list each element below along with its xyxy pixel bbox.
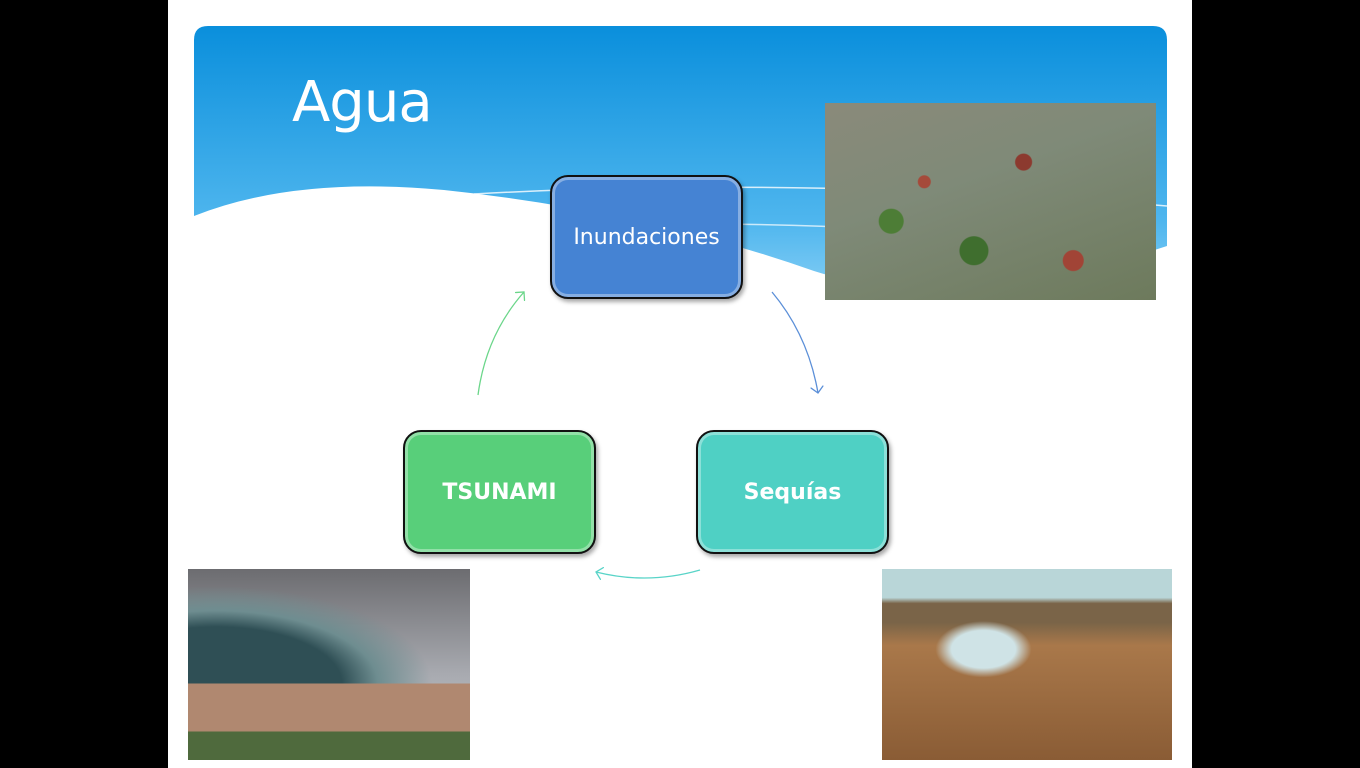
arrow-inundaciones-to-sequias xyxy=(771,291,818,393)
flood-photo xyxy=(825,103,1156,300)
arrow-sequias-to-tsunami xyxy=(596,570,701,578)
drought-photo xyxy=(882,569,1172,760)
tsunami-photo xyxy=(188,569,470,760)
node-label: Inundaciones xyxy=(573,224,720,250)
cycle-node-inundaciones: Inundaciones xyxy=(550,175,743,299)
slide-title: Agua xyxy=(292,70,433,135)
arrow-tsunami-to-inundaciones xyxy=(477,292,524,396)
slide: Agua Inundaciones Sequías TSUNAMI xyxy=(168,0,1192,768)
node-label: TSUNAMI xyxy=(442,479,557,505)
cycle-node-tsunami: TSUNAMI xyxy=(403,430,596,554)
node-label: Sequías xyxy=(743,479,842,505)
cycle-node-sequias: Sequías xyxy=(696,430,889,554)
